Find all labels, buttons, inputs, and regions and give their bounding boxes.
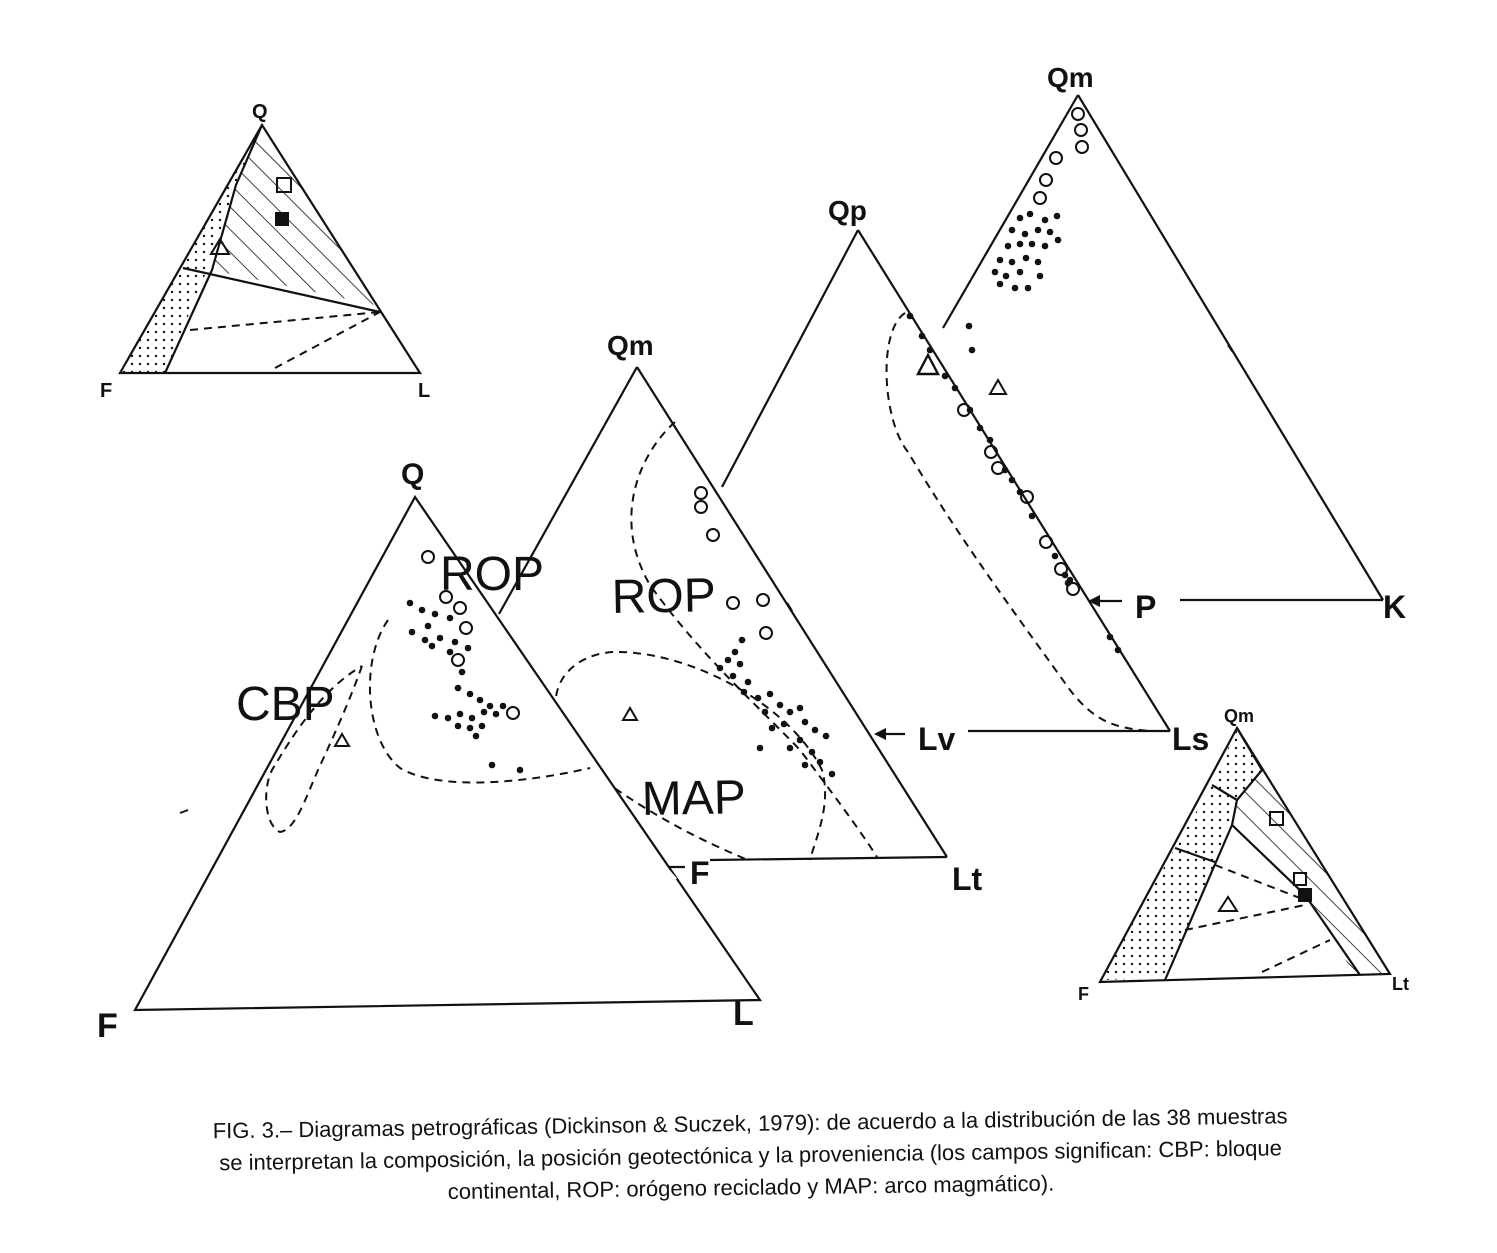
qfl-small-left-label: F: [100, 380, 112, 402]
qplvls-left-label: Lv: [918, 721, 956, 757]
qfl-small-hatch-field: [212, 125, 375, 305]
qfl-main-left-label: F: [97, 1007, 118, 1045]
qplvls-diagram: Qp Lv Ls: [721, 195, 1209, 757]
rop-dashed-field-main: [368, 619, 591, 784]
figure-caption: FIG. 3.– Diagramas petrográficas (Dickin…: [20, 1098, 1481, 1214]
p-arrowhead: [1088, 595, 1100, 607]
qmflt-apex-label: Qm: [607, 330, 654, 361]
qfl-small-boundary: [163, 124, 264, 374]
triangle-marker: [333, 732, 351, 747]
qmflt-small-boundary-3: [1163, 824, 1234, 981]
qmpk-apex-label: Qm: [1047, 62, 1094, 93]
qmpk-right-label: K: [1383, 589, 1406, 625]
qfl-small-right-label: L: [418, 380, 430, 402]
qmflt-right-edge: [636, 366, 948, 858]
qfl-small-dashed-1: [189, 311, 381, 331]
map-field-label: MAP: [641, 771, 746, 826]
qmflt-open-circles: [694, 486, 773, 640]
qmflt-filled-dots: [716, 636, 836, 778]
qplvls-left-edge: [721, 229, 859, 488]
qmpk-filled-dots: [965, 210, 1122, 654]
qmflt-small-boundary-2: [1211, 784, 1238, 801]
lv-arrowhead: [874, 728, 886, 740]
rop-field-label: ROP: [611, 569, 716, 624]
qmflt-small-left-label: F: [1078, 984, 1089, 1004]
qmpk-left-edge: [942, 94, 1079, 329]
map-dashed-field: [554, 650, 827, 861]
qplvls-dashed-field: [885, 312, 1151, 732]
qplvls-apex-label: Qp: [828, 195, 867, 226]
triangle-marker: [1217, 895, 1239, 912]
rop-field-label-main: ROP: [440, 548, 544, 601]
qfl-small-apex-label: Q: [252, 101, 268, 123]
qfl-main-diagram: Q F L CBP ROP: [97, 458, 763, 1045]
qplvls-right-label: Ls: [1172, 721, 1209, 757]
qmflt-small-stipple-field-1: [1212, 728, 1262, 800]
qmflt-left-label: F: [690, 855, 710, 891]
qfl-small-dashed-2: [274, 311, 381, 369]
qfl-main-right-gap: [666, 870, 677, 882]
qmflt-tick: [786, 602, 793, 612]
qmflt-small-stipple-field-3: [1100, 848, 1215, 980]
qfl-main-apex-label: Q: [401, 458, 424, 491]
qmflt-left-edge: [498, 366, 638, 615]
triangle-marker: [209, 237, 231, 255]
map-dashed-field-lower: [591, 771, 749, 861]
cbp-field-label: CBP: [236, 678, 335, 731]
qmflt-diagram: Qm F Lt ROP MAP: [498, 330, 983, 897]
triangle-marker: [621, 706, 639, 721]
qmpk-tick: [1227, 344, 1234, 353]
qmflt-small-boundary-1: [1230, 727, 1264, 826]
qmflt-small-apex-label: Qm: [1224, 706, 1254, 726]
cbp-dashed-field: [265, 665, 363, 834]
qfl-small-diagram: Q F L: [100, 101, 430, 402]
qmflt-small-triangle: [1098, 725, 1392, 984]
filled-square-marker: [1298, 888, 1312, 902]
qfl-main-open-circles: [421, 550, 520, 720]
qmflt-small-hatch-field: [1232, 770, 1390, 975]
qmflt-small-diagram: Qm F Lt: [1078, 706, 1409, 1004]
qmflt-small-dashed-3: [1261, 939, 1331, 973]
qplvls-filled-dots: [906, 312, 1072, 587]
triangle-marker: [988, 377, 1008, 395]
qfl-small-boundary-2: [182, 266, 381, 314]
triangle-marker: [916, 352, 940, 376]
filled-square-marker: [275, 212, 289, 226]
qmpk-left-label: P: [1135, 589, 1156, 625]
qfl-main-filled-dots: [406, 599, 524, 774]
square-marker: [276, 177, 292, 193]
square-marker: [1269, 811, 1284, 826]
qfl-small-triangle: [118, 122, 423, 375]
qmflt-small-boundary-4: [1174, 846, 1216, 864]
square-marker: [1293, 872, 1307, 886]
stray-mark: [179, 809, 189, 814]
qfl-main-triangle: [133, 494, 763, 1012]
qmflt-small-stipple-field-2: [1175, 785, 1237, 862]
qmpk-diagram: Qm P K: [942, 62, 1406, 654]
qmflt-small-dashed-1: [1214, 864, 1306, 901]
qmflt-right-label: Lt: [952, 861, 983, 897]
qmpk-open-circles: [957, 107, 1089, 596]
qmflt-small-right-label: Lt: [1392, 974, 1409, 994]
qfl-main-right-label: L: [733, 995, 754, 1033]
qmflt-base: [709, 855, 948, 862]
qmflt-small-dashed-2: [1184, 904, 1306, 931]
